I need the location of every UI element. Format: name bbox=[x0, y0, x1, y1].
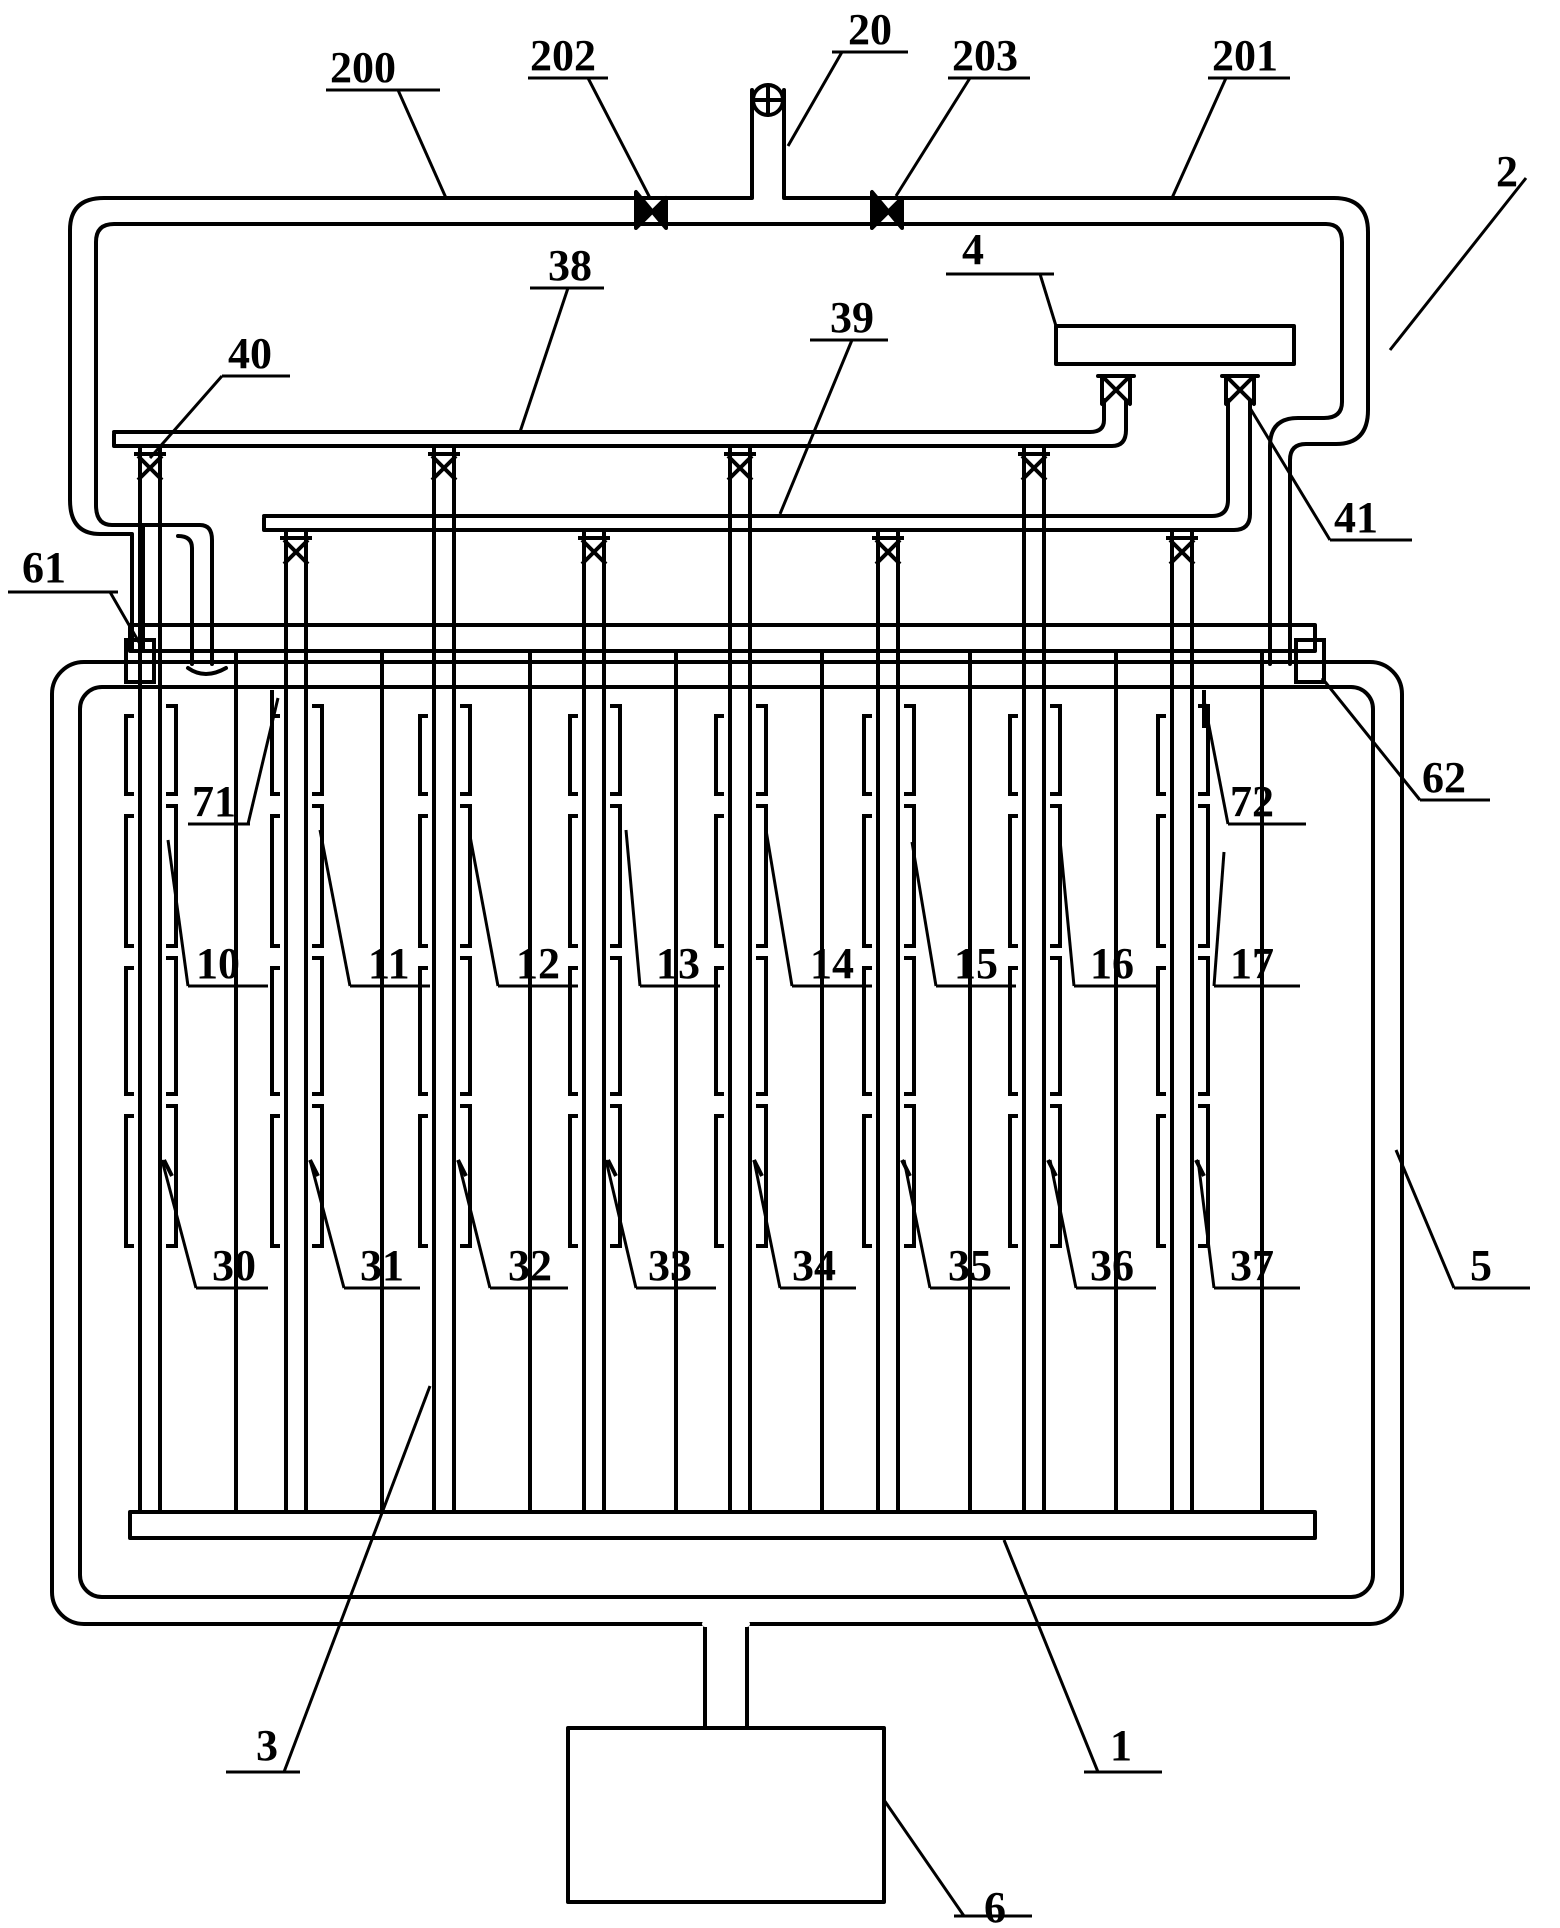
label-6: 6 bbox=[984, 1883, 1006, 1928]
label-203: 203 bbox=[952, 31, 1018, 80]
electrode-5-seg-3 bbox=[904, 1104, 916, 1248]
rod-valve-1 bbox=[282, 538, 310, 566]
label-20: 20 bbox=[848, 5, 892, 54]
label-1: 1 bbox=[1110, 1721, 1132, 1770]
label-17: 17 bbox=[1230, 939, 1274, 988]
label-41: 41 bbox=[1334, 493, 1378, 542]
label-72: 72 bbox=[1230, 777, 1274, 826]
electrode-5-seg-0 bbox=[904, 704, 916, 796]
electrode-5-seg-2 bbox=[904, 956, 916, 1096]
plate-marker-3 bbox=[606, 1159, 618, 1177]
label-61: 61 bbox=[22, 543, 66, 592]
port-62 bbox=[1294, 638, 1326, 684]
label-13: 13 bbox=[656, 939, 700, 988]
label-14: 14 bbox=[810, 939, 854, 988]
label-33: 33 bbox=[648, 1241, 692, 1290]
electrode-0-seg-3 bbox=[166, 1104, 178, 1248]
electrode-7-seg-2 bbox=[1198, 956, 1210, 1096]
label-71: 71 bbox=[192, 777, 236, 826]
label-201: 201 bbox=[1212, 31, 1278, 80]
label-15: 15 bbox=[954, 939, 998, 988]
electrode-2-seg-2 bbox=[460, 956, 472, 1096]
electrode-5-seg-1 bbox=[904, 804, 916, 948]
supply-box-4 bbox=[1054, 324, 1296, 366]
label-30: 30 bbox=[212, 1241, 256, 1290]
rod-valve-5 bbox=[874, 538, 902, 566]
label-38: 38 bbox=[548, 241, 592, 290]
label-4: 4 bbox=[962, 225, 984, 274]
electrode-3-seg-3 bbox=[610, 1104, 622, 1248]
rod-valve-3 bbox=[580, 538, 608, 566]
electrode-3-seg-2 bbox=[610, 956, 622, 1096]
valve-203 bbox=[870, 190, 904, 230]
rod-valve-6 bbox=[1020, 454, 1048, 482]
gas-pipe-outer bbox=[68, 88, 1370, 666]
rod-valve-4 bbox=[726, 454, 754, 482]
label-35: 35 bbox=[948, 1241, 992, 1290]
electrode-1-seg-3 bbox=[312, 1104, 324, 1248]
label-31: 31 bbox=[360, 1241, 404, 1290]
electrode-4-seg-3 bbox=[756, 1104, 768, 1248]
electrode-0-seg-0 bbox=[166, 704, 178, 796]
electrode-4-seg-2 bbox=[756, 956, 768, 1096]
label-39: 39 bbox=[830, 293, 874, 342]
manifold-39 bbox=[262, 398, 1252, 532]
label-200: 200 bbox=[330, 43, 396, 92]
label-40: 40 bbox=[228, 329, 272, 378]
electrode-0-seg-2 bbox=[166, 956, 178, 1096]
electrode-2-seg-1 bbox=[460, 804, 472, 948]
label-62: 62 bbox=[1422, 753, 1466, 802]
label-11: 11 bbox=[368, 939, 410, 988]
label-5: 5 bbox=[1470, 1241, 1492, 1290]
electrode-4-seg-1 bbox=[756, 804, 768, 948]
electrode-4-seg-0 bbox=[756, 704, 768, 796]
label-202: 202 bbox=[530, 31, 596, 80]
label-32: 32 bbox=[508, 1241, 552, 1290]
rod-valve-0 bbox=[136, 454, 164, 482]
label-34: 34 bbox=[792, 1241, 836, 1290]
electrode-2-seg-0 bbox=[460, 704, 472, 796]
rod-valve-7 bbox=[1168, 538, 1196, 566]
plate-marker-0 bbox=[162, 1159, 174, 1177]
port-61 bbox=[124, 638, 156, 684]
electrode-0-seg-1 bbox=[166, 804, 178, 948]
electrode-1-seg-0 bbox=[312, 704, 324, 796]
electrode-7-seg-1 bbox=[1198, 804, 1210, 948]
collector-box-6 bbox=[566, 1726, 886, 1904]
label-36: 36 bbox=[1090, 1241, 1134, 1290]
manifold-38 bbox=[112, 398, 1128, 448]
outer-jacket-inner bbox=[78, 685, 1375, 1599]
electrode-6-seg-0 bbox=[1050, 704, 1062, 796]
label-3: 3 bbox=[256, 1721, 278, 1770]
label-16: 16 bbox=[1090, 939, 1134, 988]
electrode-6-seg-2 bbox=[1050, 956, 1062, 1096]
label-2: 2 bbox=[1496, 147, 1518, 196]
electrode-3-seg-1 bbox=[610, 804, 622, 948]
label-12: 12 bbox=[516, 939, 560, 988]
electrode-6-seg-1 bbox=[1050, 804, 1062, 948]
electrode-1-seg-1 bbox=[312, 804, 324, 948]
rod-valve-2 bbox=[430, 454, 458, 482]
electrode-7-seg-3 bbox=[1198, 1104, 1210, 1248]
electrode-1-seg-2 bbox=[312, 956, 324, 1096]
valve-202 bbox=[634, 190, 668, 230]
electrode-2-seg-3 bbox=[460, 1104, 472, 1248]
electrode-6-seg-3 bbox=[1050, 1104, 1062, 1248]
label-10: 10 bbox=[196, 939, 240, 988]
label-37: 37 bbox=[1230, 1241, 1274, 1290]
bottom-plate bbox=[128, 1510, 1317, 1540]
electrode-3-seg-0 bbox=[610, 704, 622, 796]
gas-pipe-inner bbox=[94, 222, 1344, 666]
